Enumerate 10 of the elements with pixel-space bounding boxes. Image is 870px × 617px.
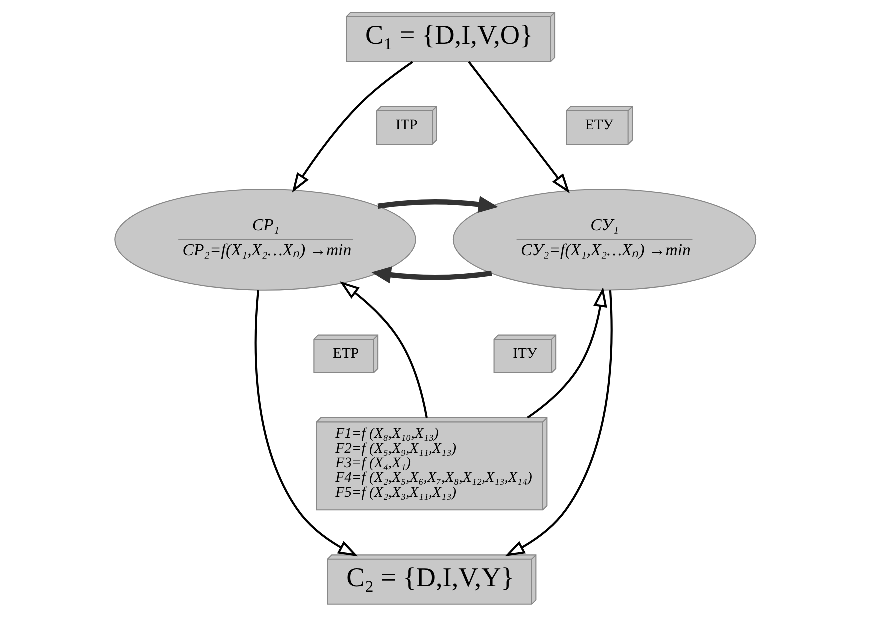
arrow — [371, 266, 492, 284]
arrow — [468, 61, 570, 194]
arrow — [377, 196, 498, 214]
arrow — [339, 282, 428, 418]
arrow — [504, 290, 612, 557]
node-ellipse: CP₁ CP₂=f(X₁,X₂…Xₙ) →min — [114, 188, 416, 291]
arrow — [292, 61, 413, 193]
arrow — [526, 287, 607, 419]
node-ellipse: CУ₁ CУ₂=f(X₁,X₂…Xₙ) →min — [452, 188, 756, 291]
arrow — [254, 290, 358, 557]
